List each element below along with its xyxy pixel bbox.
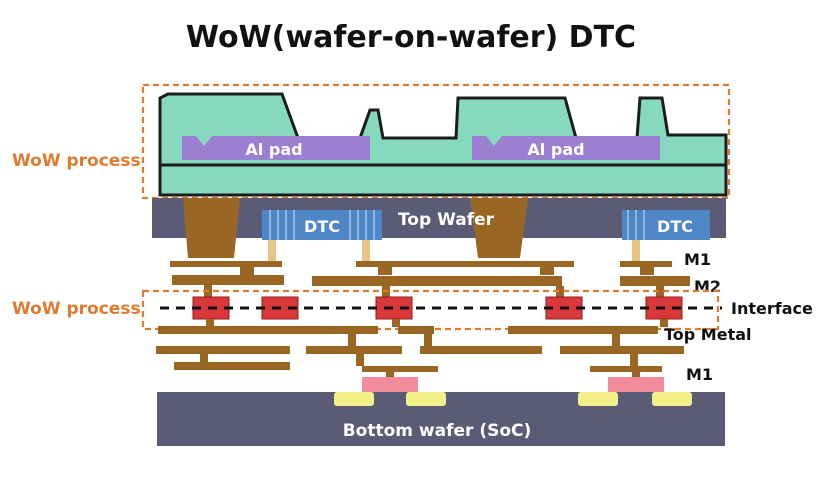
al-pad-left xyxy=(182,136,370,160)
m1-bottom-line-1 xyxy=(174,362,290,370)
top-metal-line-1 xyxy=(158,326,378,334)
gate-contact-right xyxy=(608,377,664,392)
al-pad-right-notch xyxy=(486,136,502,146)
dtc-right-label: DTC xyxy=(657,217,693,236)
passivation-layer xyxy=(158,92,728,197)
al-pad-right xyxy=(472,136,660,160)
bottom-metal-stack xyxy=(156,319,684,378)
m1-line-3 xyxy=(620,261,672,267)
al-pad-left-label: Al pad xyxy=(245,140,302,159)
m1-top-label: M1 xyxy=(684,250,711,269)
m2-label: M2 xyxy=(694,277,721,296)
top-wafer: DTC DTC Top Wafer xyxy=(152,198,726,258)
m2-line-2 xyxy=(312,276,562,286)
dtc-left-label: DTC xyxy=(304,217,340,236)
gate-contact-left xyxy=(362,377,418,392)
mid-metal-line-3 xyxy=(420,346,542,354)
tsv-right xyxy=(470,198,528,258)
m1-line-1 xyxy=(170,261,282,267)
dtc-right xyxy=(622,210,710,240)
top-metal-label: Top Metal xyxy=(664,325,752,344)
via-dtc-left xyxy=(268,240,276,264)
wow-process-label-top: WoW process xyxy=(12,151,141,171)
m2-line-1 xyxy=(172,275,284,285)
m1-bottom-line-3 xyxy=(590,366,662,372)
bottom-wafer-label: Bottom wafer (SoC) xyxy=(343,421,532,441)
wow-process-label-bottom: WoW process xyxy=(12,299,141,319)
m1-bottom-line-2 xyxy=(362,366,438,372)
tsv-left xyxy=(183,198,240,258)
via-dtc-right xyxy=(632,240,640,264)
via-dtc-left-2 xyxy=(362,240,370,264)
m1-bottom-label: M1 xyxy=(686,365,713,384)
diagram-title: WoW(wafer-on-wafer) DTC xyxy=(186,20,636,55)
al-pad-right-label: Al pad xyxy=(527,140,584,159)
top-passivation-stack: Al pad Al pad xyxy=(158,92,728,197)
mid-metal-line-4 xyxy=(560,346,684,354)
al-pad-left-notch xyxy=(196,136,212,146)
top-metal-stack xyxy=(170,240,690,297)
m2-line-3 xyxy=(620,276,690,286)
mid-metal-line-1 xyxy=(156,346,290,354)
mid-metal-line-2 xyxy=(306,346,402,354)
dtc-left xyxy=(262,210,382,240)
top-metal-line-2 xyxy=(398,326,434,334)
interface-label: Interface xyxy=(731,299,813,318)
top-metal-line-3 xyxy=(508,326,658,334)
top-wafer-label: Top Wafer xyxy=(398,210,495,230)
m1-line-2 xyxy=(356,261,574,267)
